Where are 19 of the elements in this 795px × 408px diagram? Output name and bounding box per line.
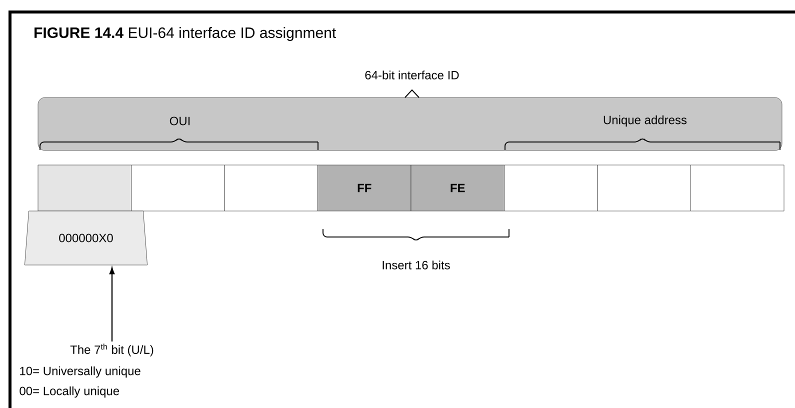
bit-note: The 7$^{th}$ bit (U/L)	[70, 344, 154, 356]
bit-field-cell: FE	[410, 164, 504, 212]
bit-field-cell	[224, 164, 318, 212]
band-label: 64-bit interface ID	[365, 70, 459, 80]
bit-field-cell	[690, 164, 784, 212]
bracket-label: Insert 16 bits	[382, 260, 450, 270]
arrow	[109, 267, 115, 342]
band-label: OUI	[170, 116, 190, 126]
bit-field-cell	[131, 164, 225, 212]
band-label: Unique address	[604, 115, 687, 127]
legend-note: 10= Universally unique	[20, 366, 140, 378]
band	[38, 70, 782, 151]
bit-field-cell	[597, 164, 691, 212]
trapezoid-box: 000000X0	[24, 210, 148, 266]
legend-note: 00= Locally unique	[20, 386, 120, 398]
figure-title: FIGURE 14.4 EUI-64 interface ID assignment	[34, 27, 336, 41]
bit-field-cell	[38, 164, 132, 212]
bit-field-cell	[504, 164, 598, 212]
bit-field-cell: FF	[318, 164, 412, 212]
